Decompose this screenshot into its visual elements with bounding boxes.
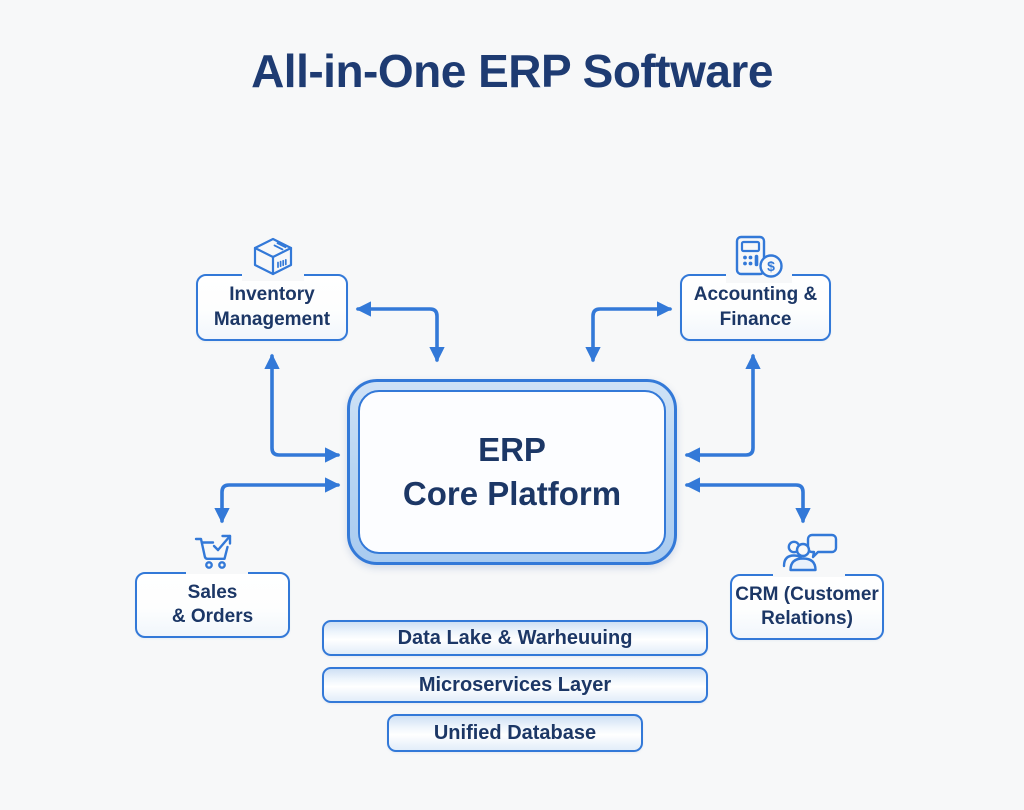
module-inventory: Inventory Management	[196, 274, 348, 341]
module-crm: CRM (Customer Relations)	[730, 574, 884, 640]
erp-core-platform: ERP Core Platform	[347, 379, 677, 565]
erp-core-inner: ERP Core Platform	[358, 390, 666, 554]
connector-inventory-core-left	[264, 353, 341, 463]
module-sales-label-line2: & Orders	[171, 606, 254, 627]
module-inventory-label-line1: Inventory	[229, 284, 315, 306]
people-chat-icon	[773, 531, 845, 577]
layer-microservices-label: Microservices Layer	[418, 673, 612, 696]
page-title: All-in-One ERP Software	[251, 45, 773, 97]
layer-data-lake: Data Lake & Warheuuing	[322, 620, 708, 656]
core-label-line2: Core Platform	[402, 475, 622, 512]
connector-core-accounting-top	[585, 301, 673, 363]
module-accounting-label-line2: Finance	[719, 308, 792, 330]
calculator-dollar-icon: $	[726, 233, 792, 283]
connector-core-crm-right	[684, 477, 811, 524]
connector-inventory-core-top	[355, 301, 445, 363]
package-icon	[242, 235, 304, 281]
connector-core-accounting-right	[684, 353, 761, 463]
core-label-line1: ERP	[478, 431, 546, 469]
cart-growth-icon	[186, 530, 248, 574]
module-crm-label-line2: Relations)	[761, 608, 853, 629]
module-crm-label-line1: CRM (Customer	[735, 583, 879, 605]
connector-core-sales-left	[214, 477, 341, 524]
dollar-glyph: $	[767, 258, 775, 274]
module-inventory-label-line2: Management	[213, 308, 331, 330]
layer-unified-database-label: Unified Database	[433, 721, 597, 744]
layer-unified-database: Unified Database	[387, 714, 643, 752]
module-sales-label-line1: Sales	[187, 581, 238, 603]
module-sales: Sales & Orders	[135, 572, 290, 638]
layer-microservices: Microservices Layer	[322, 667, 708, 703]
module-accounting: Accounting & Finance	[680, 274, 831, 341]
module-accounting-label-line1: Accounting &	[693, 284, 818, 306]
layer-data-lake-label: Data Lake & Warheuuing	[397, 626, 633, 649]
